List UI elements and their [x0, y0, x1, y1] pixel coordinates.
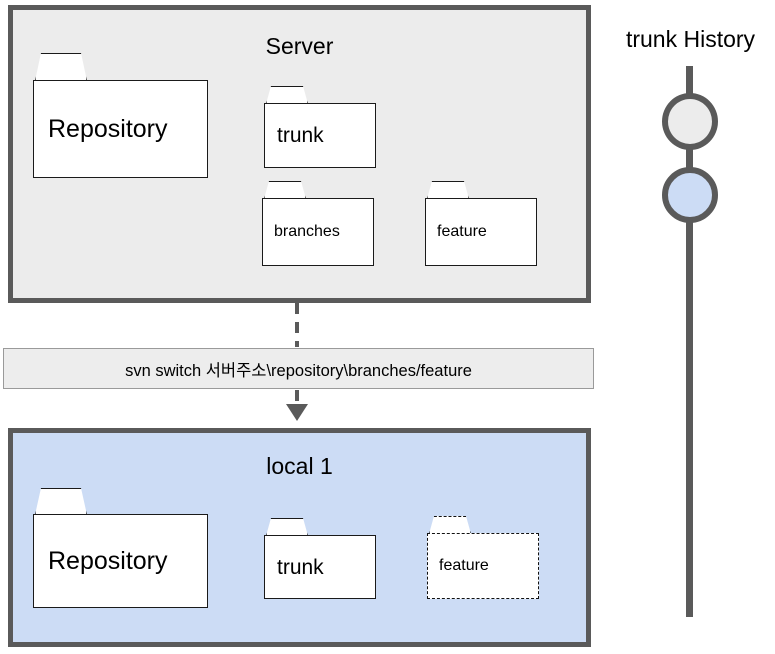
folder-branches-server[interactable]: branches [262, 181, 374, 266]
folder-repository-server[interactable]: Repository [33, 53, 208, 178]
trunk-history-spine [686, 66, 693, 617]
folder-feature-local[interactable]: feature [427, 516, 539, 599]
folder-body: feature [427, 533, 539, 599]
folder-tab-icon [35, 488, 87, 515]
folder-trunk-local[interactable]: trunk [264, 518, 376, 599]
commit-node-1[interactable] [662, 93, 718, 150]
folder-label: feature [439, 557, 489, 574]
folder-feature-server[interactable]: feature [425, 181, 537, 266]
folder-label: Repository [48, 114, 168, 143]
folder-label: trunk [277, 124, 324, 147]
folder-body: Repository [33, 514, 208, 608]
folder-repository-local[interactable]: Repository [33, 488, 208, 608]
folder-tab-icon [429, 516, 471, 534]
folder-tab-icon [427, 181, 469, 199]
folder-trunk-server[interactable]: trunk [264, 86, 376, 168]
folder-tab-icon [264, 181, 306, 199]
trunk-history-title: trunk History [625, 26, 756, 52]
folder-label: Repository [48, 546, 168, 575]
folder-body: Repository [33, 80, 208, 178]
folder-body: trunk [264, 535, 376, 599]
folder-tab-icon [266, 86, 308, 104]
folder-label: feature [437, 223, 487, 240]
svn-command-bar[interactable]: svn switch 서버주소\repository\branches/feat… [3, 348, 594, 389]
folder-body: branches [262, 198, 374, 266]
server-panel-title: Server [265, 33, 334, 59]
folder-body: trunk [264, 103, 376, 168]
local-panel-title: local 1 [266, 453, 333, 479]
folder-tab-icon [35, 53, 87, 81]
flow-arrowhead-icon [286, 404, 308, 421]
svn-command-text: svn switch 서버주소\repository\branches/feat… [125, 361, 472, 380]
folder-label: trunk [277, 555, 324, 579]
commit-node-2[interactable] [662, 167, 718, 223]
folder-label: branches [274, 223, 340, 240]
folder-tab-icon [266, 518, 308, 536]
folder-body: feature [425, 198, 537, 266]
